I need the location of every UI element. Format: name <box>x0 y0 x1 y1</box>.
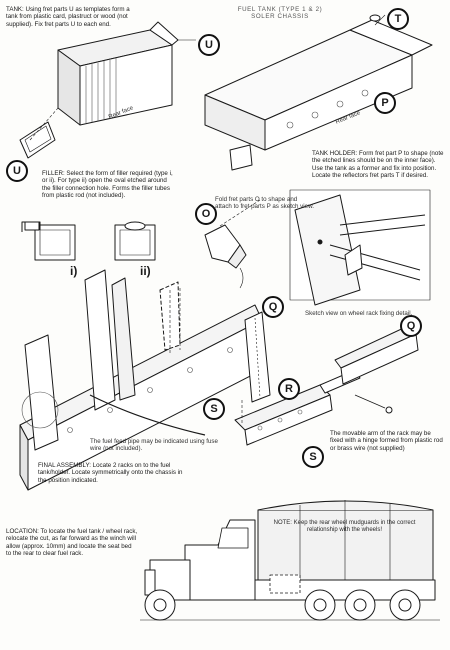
truck-drawing <box>140 500 440 621</box>
tank-holder-drawing <box>204 14 433 171</box>
page-title-line2: SOLER CHASSIS <box>251 13 309 20</box>
callout-t: T <box>387 8 409 30</box>
callout-r: R <box>278 378 300 400</box>
filler-instructions: FILLER: Select the form of filler requir… <box>42 170 173 200</box>
rack-parts-drawing <box>234 311 419 446</box>
final-assembly-instructions: FINAL ASSEMBLY: Locate 2 racks on to the… <box>38 462 183 484</box>
filler-drawings <box>21 221 156 261</box>
tank-holder-instructions: TANK HOLDER: Form fret part P to shape (… <box>312 150 444 180</box>
callout-u-bottom: U <box>6 160 28 182</box>
movable-arm-note: The movable arm of the rack may be fixed… <box>330 430 443 452</box>
filler-option-1: i) <box>70 264 78 278</box>
location-instructions: LOCATION: To locate the fuel tank / whee… <box>6 528 138 558</box>
tank-drawing <box>19 21 196 159</box>
callout-q-left: Q <box>262 296 284 318</box>
callout-s-left: S <box>203 398 225 420</box>
fold-part-o-note: Fold fret parts O to shape and attach to… <box>215 196 314 211</box>
part-o-drawing <box>204 199 261 289</box>
sketch-view-caption: Sketch view on wheel rack fixing detail. <box>305 310 413 317</box>
filler-option-2: ii) <box>140 264 151 278</box>
page-title: FUEL TANK (TYPE 1 & 2) SOLER CHASSIS <box>200 6 360 20</box>
sketch-view-drawing <box>289 189 431 306</box>
fuel-pipe-note: The fuel feed pipe may be indicated usin… <box>90 438 218 453</box>
chassis-drawing <box>19 269 263 491</box>
callout-s-bottom: S <box>302 446 324 468</box>
page-title-line1: FUEL TANK (TYPE 1 & 2) <box>237 6 323 13</box>
callout-p: P <box>374 92 396 114</box>
callout-u-top: U <box>198 34 220 56</box>
callout-q-right: Q <box>400 315 422 337</box>
callout-o: O <box>195 203 217 225</box>
tank-instructions: TANK: Using fret parts U as templates fo… <box>6 6 130 28</box>
truck-mudguard-note: NOTE: Keep the rear wheel mudguards in t… <box>273 520 416 533</box>
